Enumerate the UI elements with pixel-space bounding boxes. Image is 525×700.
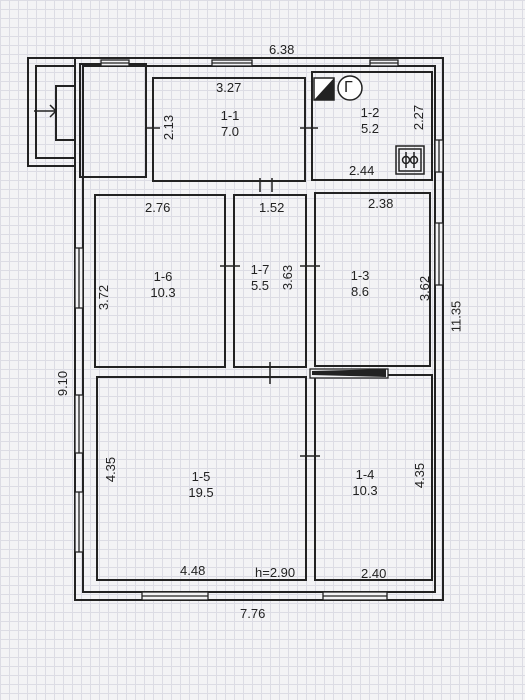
room-1-1-outline [152,77,306,182]
room-1-2-id: 1-2 [360,105,380,120]
window-top-room-1-2 [369,59,399,67]
stove-icon [395,145,425,175]
dim-1-4-height: 4.35 [412,462,428,489]
window-left-room-1-6 [74,247,84,309]
boiler-square-icon [313,77,335,101]
overall-bottom-width: 7.76 [240,606,266,621]
dim-1-2-width: 2.44 [349,163,375,178]
ceiling-height-label: h=2.90 [255,565,296,580]
vestibule-room [79,63,147,178]
room-1-5-area: 19.5 [188,485,214,500]
window-right-room-1-2 [434,139,444,173]
room-1-6-outline [94,194,226,368]
room-1-3: 1-3 8.6 [335,268,385,300]
room-1-4-area: 10.3 [352,483,378,498]
dim-1-1-height: 2.13 [161,114,177,141]
divider-wedge [312,369,386,377]
dim-1-5-width: 4.48 [180,563,206,578]
porch-door-frame [55,85,76,141]
dim-1-3-width: 2.38 [368,196,394,211]
outer-wall-inner [82,65,436,593]
window-right-room-1-3 [434,222,444,286]
room-1-1-area: 7.0 [220,124,240,139]
window-top-room-1-1 [211,59,253,67]
dim-1-1-width: 3.27 [216,80,242,95]
window-left-room-1-5-top [74,394,84,454]
dim-1-3-height: 3.62 [417,275,433,302]
window-bottom-room-1-4 [322,591,388,601]
dim-1-4-width: 2.40 [361,566,387,581]
room-1-6-area: 10.3 [150,285,176,300]
overall-top-width: 6.38 [269,42,295,57]
room-1-2-area: 5.2 [360,121,380,136]
room-1-1-id: 1-1 [220,108,240,123]
room-1-3-outline [314,192,431,367]
boiler-label: Г [344,79,353,96]
overall-right-height: 11.35 [448,300,464,333]
room-1-3-id: 1-3 [350,268,370,283]
gas-meter-circle-icon [337,75,363,101]
room-1-6: 1-6 10.3 [138,269,188,301]
room-1-2: 1-2 5.2 [345,105,395,137]
room-1-2-outline [311,71,433,181]
dim-1-2-height: 2.27 [411,104,427,131]
room-1-5-id: 1-5 [191,469,211,484]
window-top-vestibule [100,59,130,67]
room-1-7-id: 1-7 [250,262,270,277]
room-1-7: 1-7 5.5 [235,262,285,294]
dim-1-6-height: 3.72 [96,284,112,311]
dim-1-5-height: 4.35 [103,456,119,483]
room-1-5-outline [96,376,307,581]
room-1-3-area: 8.6 [350,284,370,299]
room-1-5: 1-5 19.5 [176,469,226,501]
room-1-6-id: 1-6 [153,269,173,284]
overall-left-height: 9.10 [55,370,71,397]
room-1-4-id: 1-4 [355,467,375,482]
entrance-arrow-icon [34,104,58,118]
room-1-7-area: 5.5 [250,278,270,293]
outer-wall-outer [74,57,444,601]
dim-1-7-width: 1.52 [259,200,285,215]
room-1-4: 1-4 10.3 [340,467,390,499]
dim-1-6-width: 2.76 [145,200,171,215]
room-1-1: 1-1 7.0 [205,108,255,140]
window-bottom-room-1-5 [141,591,209,601]
window-left-room-1-5-bottom [74,491,84,553]
